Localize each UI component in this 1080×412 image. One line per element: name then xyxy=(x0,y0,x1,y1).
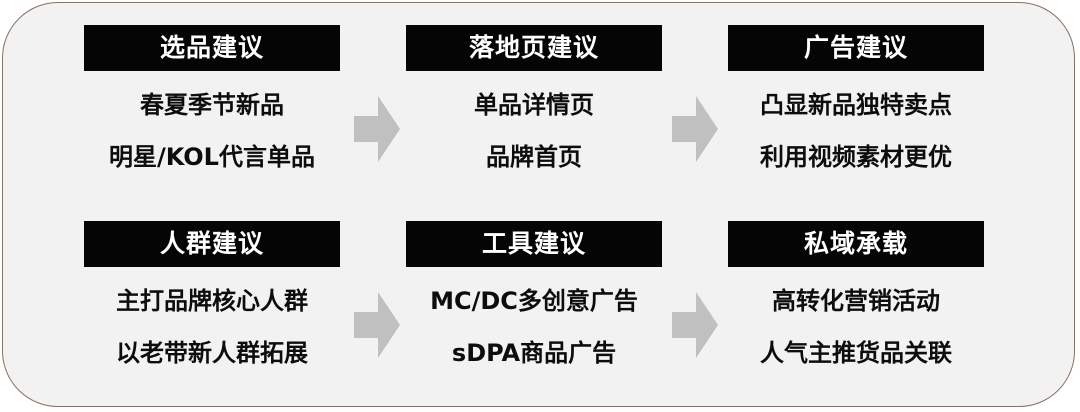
card-product-selection: 选品建议 春夏季节新品 明星/KOL代言单品 xyxy=(84,25,340,183)
card-private-domain: 私域承载 高转化营销活动 人气主推货品关联 xyxy=(728,221,984,379)
card-line: 利用视频素材更优 xyxy=(760,143,952,171)
card-title: 广告建议 xyxy=(728,25,984,71)
arrow-right-icon xyxy=(354,292,400,358)
card-audience: 人群建议 主打品牌核心人群 以老带新人群拓展 xyxy=(84,221,340,379)
card-tools: 工具建议 MC/DC多创意广告 sDPA商品广告 xyxy=(406,221,662,379)
card-line: 主打品牌核心人群 xyxy=(116,287,308,315)
card-title: 工具建议 xyxy=(406,221,662,267)
card-title: 选品建议 xyxy=(84,25,340,71)
card-line: 人气主推货品关联 xyxy=(760,339,952,367)
card-line: 品牌首页 xyxy=(486,143,582,171)
card-title: 落地页建议 xyxy=(406,25,662,71)
card-line: 以老带新人群拓展 xyxy=(116,339,308,367)
card-title: 私域承载 xyxy=(728,221,984,267)
card-line: 高转化营销活动 xyxy=(772,287,940,315)
card-advertising: 广告建议 凸显新品独特卖点 利用视频素材更优 xyxy=(728,25,984,183)
card-line: sDPA商品广告 xyxy=(451,339,617,367)
card-line: MC/DC多创意广告 xyxy=(430,287,638,315)
card-line: 单品详情页 xyxy=(474,91,594,119)
arrow-right-icon xyxy=(354,96,400,162)
arrow-right-icon xyxy=(672,292,718,358)
card-line: 春夏季节新品 xyxy=(140,91,284,119)
card-line: 明星/KOL代言单品 xyxy=(109,143,315,171)
card-landing-page: 落地页建议 单品详情页 品牌首页 xyxy=(406,25,662,183)
card-line: 凸显新品独特卖点 xyxy=(760,91,952,119)
card-title: 人群建议 xyxy=(84,221,340,267)
arrow-right-icon xyxy=(672,96,718,162)
